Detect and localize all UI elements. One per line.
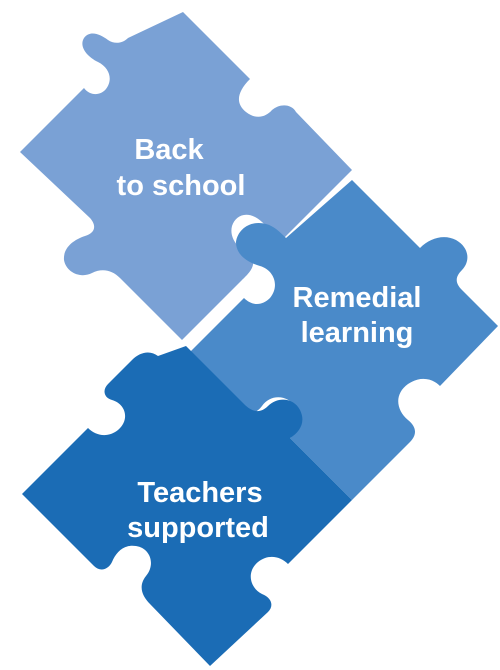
puzzle-piece-shape	[190, 180, 498, 500]
piece-label-line1: Teachers	[137, 477, 262, 509]
piece-label-line2: to school	[117, 170, 246, 202]
puzzle-piece-remedial-learning: Remedial learning	[190, 180, 498, 500]
piece-label-line2: supported	[127, 512, 269, 544]
piece-label-line1: Remedial	[293, 282, 422, 314]
puzzle-piece-teachers-supported: Teachers supported	[22, 346, 352, 666]
piece-label-line1: Back	[134, 134, 204, 166]
piece-label-line2: learning	[301, 317, 414, 349]
puzzle-piece-shape	[22, 346, 352, 666]
puzzle-piece-back-to-school: Back to school	[20, 12, 352, 340]
puzzle-piece-shape	[20, 12, 352, 340]
